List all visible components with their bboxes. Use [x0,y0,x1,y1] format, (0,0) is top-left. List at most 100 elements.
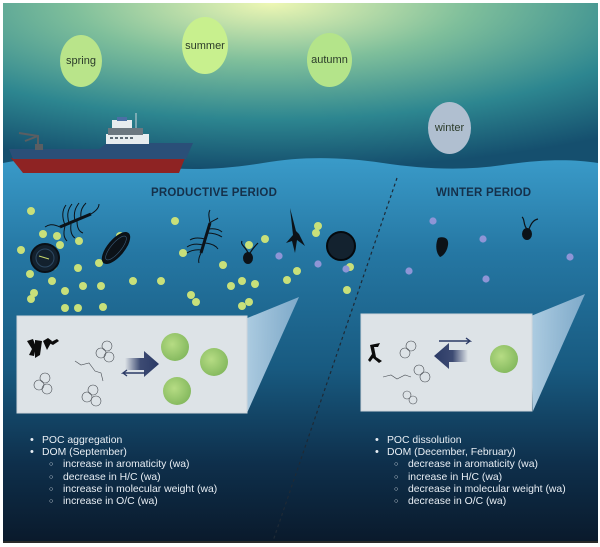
winter-particle [275,252,283,260]
note-subitem: decrease in H/C (wa) [27,472,217,484]
winter-dom-molecules [382,340,431,405]
note-subitem: increase in H/C (wa) [372,472,566,484]
poc-particle [314,222,322,230]
bottom-border [3,541,598,543]
note-subitem: increase in O/C (wa) [27,496,217,508]
diagram-canvas: spring summer autumn winter PRODUCTIVE P… [3,3,598,541]
poc-particle [30,289,38,297]
note-item: POC aggregation [27,434,217,447]
poc-particle [261,235,269,243]
ship-crane-arm [18,132,39,144]
productive-period-title: PRODUCTIVE PERIOD [151,187,278,199]
poc-particle [293,267,301,275]
ship-crane-base [35,144,43,150]
note-subitem: decrease in aromaticity (wa) [372,459,566,471]
winter-prism-face [531,294,585,411]
ship-cabin [112,120,132,128]
poc-particle [227,282,235,290]
winter-particle [479,235,487,243]
radiolarian [30,243,60,273]
particles [17,207,574,312]
flagellate-2 [521,216,539,240]
centric-diatom [326,231,356,261]
poc-particle [219,261,227,269]
copepod-2 [186,209,223,264]
season-spring: spring [60,35,102,87]
season-label: autumn [311,54,348,66]
aggregation-arrow-thin [439,337,473,345]
poc-particle [157,277,165,285]
poc-particle [26,270,34,278]
poc-particle [238,302,246,310]
ship-hull-red [11,158,185,173]
season-winter: winter [428,102,471,154]
season-label: spring [66,55,96,67]
winter-particle [566,253,574,261]
poc-particle [192,298,200,306]
productive-prism-face [245,297,299,413]
poc-particle [61,304,69,312]
note-item: DOM (September) [27,446,217,459]
poc-particle [97,282,105,290]
note-subitem: increase in molecular weight (wa) [27,484,217,496]
poc-particle [95,259,103,267]
poc-particle [61,287,69,295]
poc-particle [79,282,87,290]
ship-windows [110,137,133,139]
winter-particle [429,217,437,225]
poc-particle [99,303,107,311]
poc-particle [283,276,291,284]
winter-notes: POC dissolutionDOM (December, February)d… [372,434,566,508]
productive-box [16,297,299,414]
ship-hull-blue [9,143,193,159]
ship-funnel [117,117,127,121]
research-vessel [9,113,193,173]
winter-particle [482,275,490,283]
poc-particle [74,304,82,312]
period-divider [272,177,398,541]
poc-particle [245,241,253,249]
cyst [436,237,449,257]
productive-notes: POC aggregationDOM (September)increase i… [27,434,217,508]
dissolution-arrow [434,343,468,369]
season-label: summer [185,39,225,52]
poc-particle [74,264,82,272]
poc-particle [27,295,35,303]
poc-particle [48,277,56,285]
winter-period-title: WINTER PERIOD [436,187,532,199]
note-item: POC dissolution [372,434,566,447]
poc-particle [56,241,64,249]
note-subitem: decrease in molecular weight (wa) [372,484,566,496]
poc-particle [251,280,259,288]
winter-box [360,294,585,412]
poc-particle [53,232,61,240]
copepod-1 [44,202,100,242]
poc-particle [187,291,195,299]
flagellate-1 [241,240,259,264]
dinoflagellate [286,208,305,253]
poc-particle [179,249,187,257]
productive-arrows [120,351,159,377]
productive-dom-molecules [33,340,115,407]
poc-particle [75,237,83,245]
note-subitem: decrease in O/C (wa) [372,496,566,508]
season-summer: summer [182,17,228,74]
winter-particle [314,260,322,268]
poc-particle [17,246,25,254]
season-label: winter [434,122,465,134]
winter-black-carbon [368,343,382,363]
winter-poc-aggregate [490,345,518,373]
ship-bridge-upper [108,128,143,135]
winter-particle [342,265,350,273]
poc-particle [238,277,246,285]
poc-particle [171,217,179,225]
poc-particle [245,298,253,306]
dissolution-arrow-thin [120,369,145,377]
winter-arrows [434,337,473,369]
aggregation-arrow [125,351,159,377]
poc-particle [312,229,320,237]
note-subitem: increase in aromaticity (wa) [27,459,217,471]
season-autumn: autumn [307,33,352,87]
poc-particle [27,207,35,215]
note-item: DOM (December, February) [372,446,566,459]
